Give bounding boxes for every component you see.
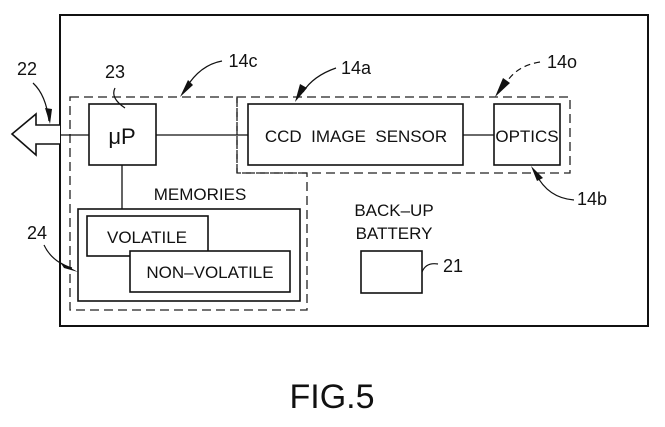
ref-14a-arrowhead: [295, 84, 307, 102]
ref-23-leader: [113, 87, 126, 109]
ref-21-leader: [421, 263, 439, 273]
ref-14o-leader: [504, 61, 541, 86]
ref-14o-arrowhead: [495, 78, 510, 97]
ref-24-arrowhead: [60, 262, 78, 272]
non-volatile-memory-label: NON–VOLATILE: [146, 263, 273, 282]
ref-14o: 14o: [547, 52, 577, 72]
memories-block: [77, 208, 301, 302]
ref-23-label: 23: [105, 62, 125, 82]
camera-housing: [59, 14, 649, 327]
figure-caption: FIG.5: [289, 378, 374, 416]
volatile-memory-label: VOLATILE: [107, 228, 187, 247]
ref-24-leader: [43, 244, 73, 269]
volatile-memory-block: [86, 215, 209, 257]
microprocessor-label: μP: [108, 124, 135, 149]
optics-label: OPTICS: [495, 127, 558, 146]
ccd-image-sensor-label: CCD IMAGE SENSOR: [265, 127, 447, 146]
battery-title-line1: BACK–UP: [354, 201, 433, 220]
ref-14c: 14c: [228, 51, 257, 71]
backup-battery-block: [360, 250, 423, 294]
ref-24: 24: [27, 223, 47, 243]
ref-22: 22: [17, 59, 37, 79]
ref-14b-arrowhead: [531, 166, 543, 181]
output-port-arrow: [10, 112, 60, 157]
optics-block: [493, 103, 561, 166]
non-volatile-memory-block: [129, 250, 291, 293]
ref-14c-arrowhead: [180, 80, 193, 97]
memories-title: MEMORIES: [154, 185, 247, 204]
battery-title-line2: BATTERY: [356, 224, 433, 243]
ref-21: 21: [443, 256, 463, 276]
ref-14a: 14a: [341, 58, 372, 78]
ref-22-arrowhead: [45, 108, 52, 124]
group-14o-boundary: [236, 96, 571, 174]
ref-14b: 14b: [577, 189, 607, 209]
ref-14a-leader: [302, 67, 337, 93]
